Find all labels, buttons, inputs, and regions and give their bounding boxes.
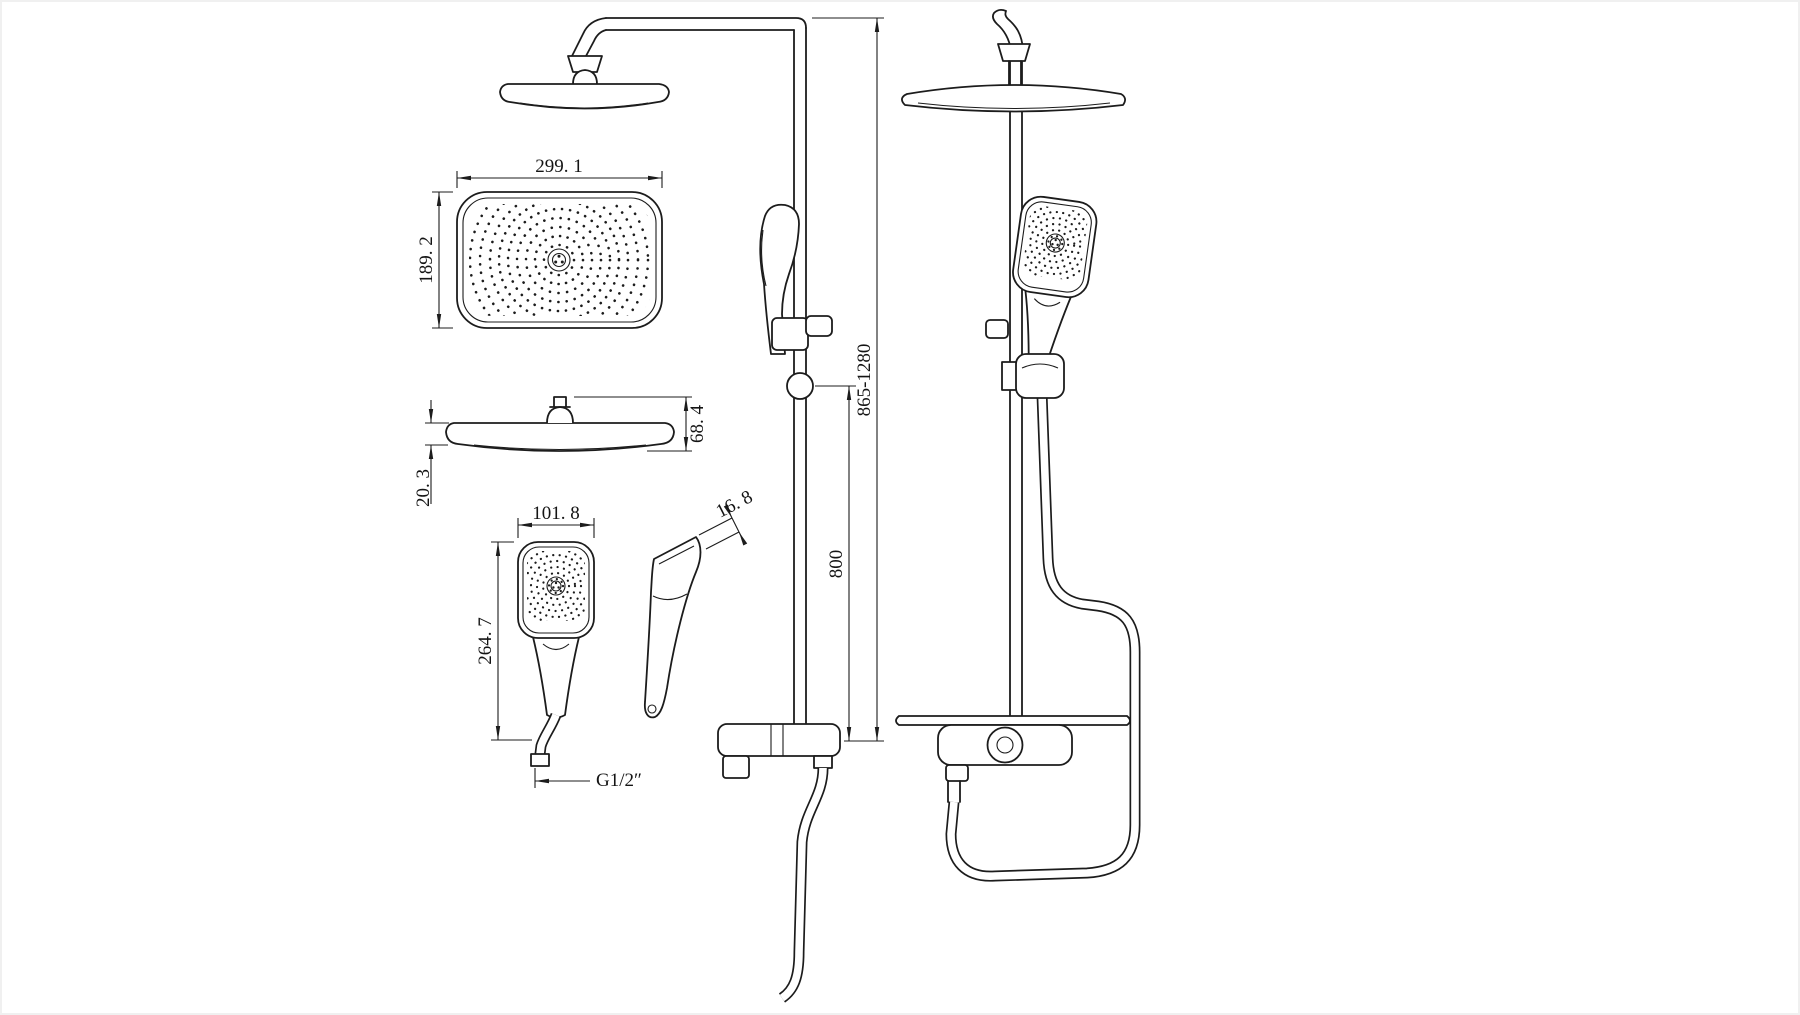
rain-head-stem xyxy=(549,396,571,408)
dim-hand-shower-length: 264. 7 xyxy=(475,541,532,741)
hand-shower-outlet xyxy=(647,704,657,714)
shower-assembly-front-view xyxy=(895,8,1141,882)
slider-knob-side xyxy=(805,315,833,337)
hand-shower-bracket-front xyxy=(1015,353,1065,399)
label-hose-thread: G1/2″ xyxy=(596,770,642,791)
hand-shower-front-view: 101. 8 264. 7 G1/2″ xyxy=(475,503,642,791)
dim-hand-shower-thickness: 16. 8 xyxy=(698,486,756,550)
hand-shower-neck-line xyxy=(542,643,570,651)
rain-head-face-inset xyxy=(462,197,657,323)
dim-label-rain-head-edge-thickness: 20. 3 xyxy=(413,469,434,507)
rain-head-ball-joint xyxy=(546,406,574,424)
shelf-front xyxy=(895,715,1131,726)
dim-hand-shower-width: 101. 8 xyxy=(517,503,595,538)
rain-head-on-column-front xyxy=(901,84,1126,113)
rain-head-side-profile xyxy=(445,422,675,452)
dim-rain-head-side-height: 68. 4 xyxy=(574,396,708,452)
mixer-handle-side xyxy=(722,755,750,779)
dim-rain-head-width: 299. 1 xyxy=(456,156,663,188)
hose-nut xyxy=(530,753,550,767)
dim-label-rain-head-height: 189. 2 xyxy=(416,236,437,284)
dim-rain-head-edge-thickness: 20. 3 xyxy=(413,400,449,507)
hand-shower-side-profile xyxy=(643,536,702,719)
dim-hose-thread: G1/2″ xyxy=(534,768,642,791)
dim-overall-height: 865-1280 xyxy=(812,17,884,742)
slider-bracket-side xyxy=(771,317,809,351)
rain-head-on-column-side xyxy=(499,83,670,110)
gooseneck-front xyxy=(992,8,1024,51)
rain-head-side-rim xyxy=(473,444,647,451)
dim-label-overall-height: 865-1280 xyxy=(854,344,875,417)
dim-label-hand-shower-width: 101. 8 xyxy=(532,503,580,524)
shower-assembly-side-view: 865-1280 800 xyxy=(499,17,884,1003)
arm-nut-front xyxy=(997,43,1031,62)
rain-head-side-view: 68. 4 20. 3 xyxy=(413,396,708,507)
dim-label-hand-shower-length: 264. 7 xyxy=(475,617,496,665)
rain-head-spray-dots xyxy=(469,204,650,316)
hand-shower-on-column-side xyxy=(759,203,800,355)
shower-arm-side xyxy=(605,17,807,31)
hand-shower-side-view: 16. 8 xyxy=(643,486,756,719)
mixer-handle-front xyxy=(945,764,969,782)
hand-shower-side-face-line xyxy=(658,545,695,565)
arm-nut-side xyxy=(567,55,603,73)
rain-head-outline xyxy=(456,191,663,329)
dim-label-hand-shower-thickness: 16. 8 xyxy=(713,486,756,522)
dim-rain-head-height: 189. 2 xyxy=(416,191,453,329)
dim-label-rain-head-side-height: 68. 4 xyxy=(687,405,708,444)
rain-head-center-ring xyxy=(547,248,571,272)
hose-outlet-front xyxy=(947,780,961,803)
head-ball-joint-side xyxy=(572,69,598,85)
hose-outlet-side xyxy=(813,755,833,769)
dim-label-riser-height: 800 xyxy=(826,550,847,579)
slider-knob-front xyxy=(985,319,1009,339)
dim-riser-height: 800 xyxy=(815,385,856,741)
rain-head-front-view: 299. 1 189. 2 xyxy=(416,156,663,329)
hand-shower-on-column-front xyxy=(1000,194,1099,372)
dim-label-rain-head-width: 299. 1 xyxy=(535,156,583,177)
mixer-body-side xyxy=(717,723,841,757)
pipe-joint-ball xyxy=(786,372,814,400)
diverter-knob-front xyxy=(986,726,1024,764)
